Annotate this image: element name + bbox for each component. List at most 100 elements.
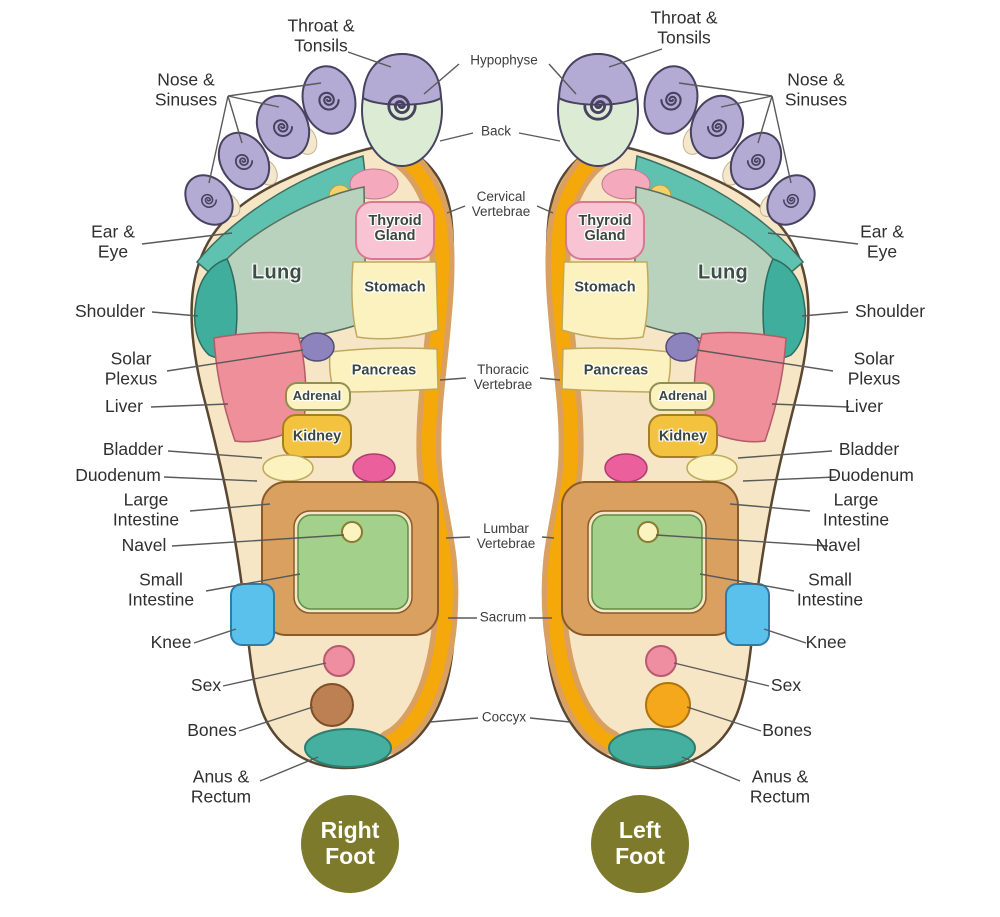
label-solar-plexus-right: Solar Plexus — [847, 348, 901, 388]
zone-label-adrenal-left-foot: Adrenal — [658, 388, 708, 404]
label-bladder-left: Bladder — [102, 439, 164, 460]
connector-line — [767, 232, 859, 245]
label-nose-sinuses-left: Nose & Sinuses — [154, 69, 218, 109]
connector-line — [163, 476, 258, 482]
label-duodenum-left: Duodenum — [75, 465, 161, 486]
connector-line — [539, 377, 561, 381]
label-small-intestine-right: Small Intestine — [796, 569, 864, 609]
connector-line — [757, 95, 773, 144]
label-large-intestine-right: Large Intestine — [822, 489, 890, 529]
zone-label-pancreas-left-foot: Pancreas — [583, 362, 649, 379]
connector-line — [673, 662, 770, 687]
label-knee-right: Knee — [805, 632, 847, 653]
connector-line — [541, 536, 555, 539]
connector-line — [238, 706, 314, 732]
label-bones-right: Bones — [762, 720, 812, 741]
zone-label-adrenal-right-foot: Adrenal — [292, 388, 342, 404]
connector-line — [655, 534, 829, 547]
connector-line — [608, 48, 663, 68]
label-shoulder-left: Shoulder — [74, 301, 146, 322]
connector-line — [445, 536, 471, 539]
connector-line — [208, 95, 229, 184]
label-thoracic-vertebrae: Thoracic Vertebrae — [473, 361, 533, 392]
zone-label-thyroid-right-foot: Thyroid Gland — [368, 212, 422, 244]
label-liver-left: Liver — [105, 396, 143, 417]
label-liver-right: Liver — [845, 396, 883, 417]
zone-label-pancreas-right-foot: Pancreas — [351, 362, 417, 379]
label-back: Back — [480, 123, 511, 139]
connector-line — [699, 573, 795, 592]
zone-label-stomach-left-foot: Stomach — [574, 279, 636, 296]
label-duodenum-right: Duodenum — [828, 465, 914, 486]
connector-line — [742, 476, 837, 482]
label-solar-plexus-left: Solar Plexus — [104, 348, 158, 388]
connector-line — [681, 756, 741, 782]
connector-line — [205, 573, 301, 592]
connector-line — [150, 403, 229, 408]
connector-line — [548, 63, 577, 95]
label-sacrum: Sacrum — [479, 609, 527, 625]
zone-label-lung-left-foot: Lung — [697, 261, 749, 284]
label-hypophyse: Hypophyse — [470, 52, 538, 68]
label-shoulder-right: Shoulder — [854, 301, 926, 322]
label-throat-tonsils-right: Throat & Tonsils — [650, 7, 718, 47]
connector-line — [729, 503, 811, 512]
label-sex-right: Sex — [770, 675, 802, 696]
connector-line — [801, 311, 849, 317]
connector-line — [439, 132, 474, 142]
left-foot-badge: Left Foot — [591, 795, 689, 893]
label-cervical-vertebrae: Cervical Vertebrae — [471, 188, 531, 219]
connector-line — [189, 503, 271, 512]
label-navel-right: Navel — [815, 535, 861, 556]
label-sex-left: Sex — [190, 675, 222, 696]
label-small-intestine-left: Small Intestine — [127, 569, 195, 609]
label-anus-rectum-left: Anus & Rectum — [190, 766, 252, 806]
connector-line — [423, 63, 460, 95]
label-navel-left: Navel — [121, 535, 167, 556]
left-foot-badge-label: Left Foot — [615, 817, 665, 869]
connector-line — [771, 95, 792, 184]
label-bladder-right: Bladder — [838, 439, 900, 460]
connector-line — [227, 95, 243, 144]
connector-line — [429, 717, 479, 723]
right-foot — [176, 54, 454, 768]
zone-label-kidney-left-foot: Kidney — [658, 428, 708, 445]
label-ear-eye-right: Ear & Eye — [860, 221, 904, 261]
connector-line — [141, 232, 233, 245]
connector-line — [259, 756, 319, 782]
connector-line — [151, 311, 199, 317]
left-foot — [546, 54, 824, 768]
zone-label-thyroid-left-foot: Thyroid Gland — [578, 212, 632, 244]
connector-line — [518, 132, 561, 142]
connector-line — [347, 51, 392, 68]
label-nose-sinuses-right: Nose & Sinuses — [784, 69, 848, 109]
connector-lines — [141, 48, 859, 782]
bones-zone-left-foot — [645, 682, 691, 728]
label-bones-left: Bones — [187, 720, 237, 741]
connector-line — [227, 82, 322, 97]
label-lumbar-vertebrae: Lumbar Vertebrae — [476, 520, 536, 551]
connector-line — [167, 450, 263, 459]
connector-line — [171, 534, 345, 547]
connector-line — [439, 377, 467, 381]
connector-line — [696, 349, 834, 372]
label-throat-tonsils-left: Throat & Tonsils — [287, 15, 355, 55]
label-ear-eye-left: Ear & Eye — [91, 221, 135, 261]
connector-line — [529, 717, 571, 723]
connector-line — [737, 450, 833, 459]
connector-line — [686, 706, 762, 732]
connector-line — [446, 205, 466, 214]
label-knee-left: Knee — [150, 632, 192, 653]
zone-label-lung-right-foot: Lung — [251, 261, 303, 284]
connector-line — [720, 95, 773, 108]
connector-line — [227, 95, 280, 108]
connector-line — [166, 349, 304, 372]
zone-label-kidney-right-foot: Kidney — [292, 428, 342, 445]
label-coccyx: Coccyx — [481, 709, 527, 725]
connector-line — [763, 628, 807, 644]
label-large-intestine-left: Large Intestine — [112, 489, 180, 529]
zone-label-stomach-right-foot: Stomach — [364, 279, 426, 296]
right-foot-badge: Right Foot — [301, 795, 399, 893]
